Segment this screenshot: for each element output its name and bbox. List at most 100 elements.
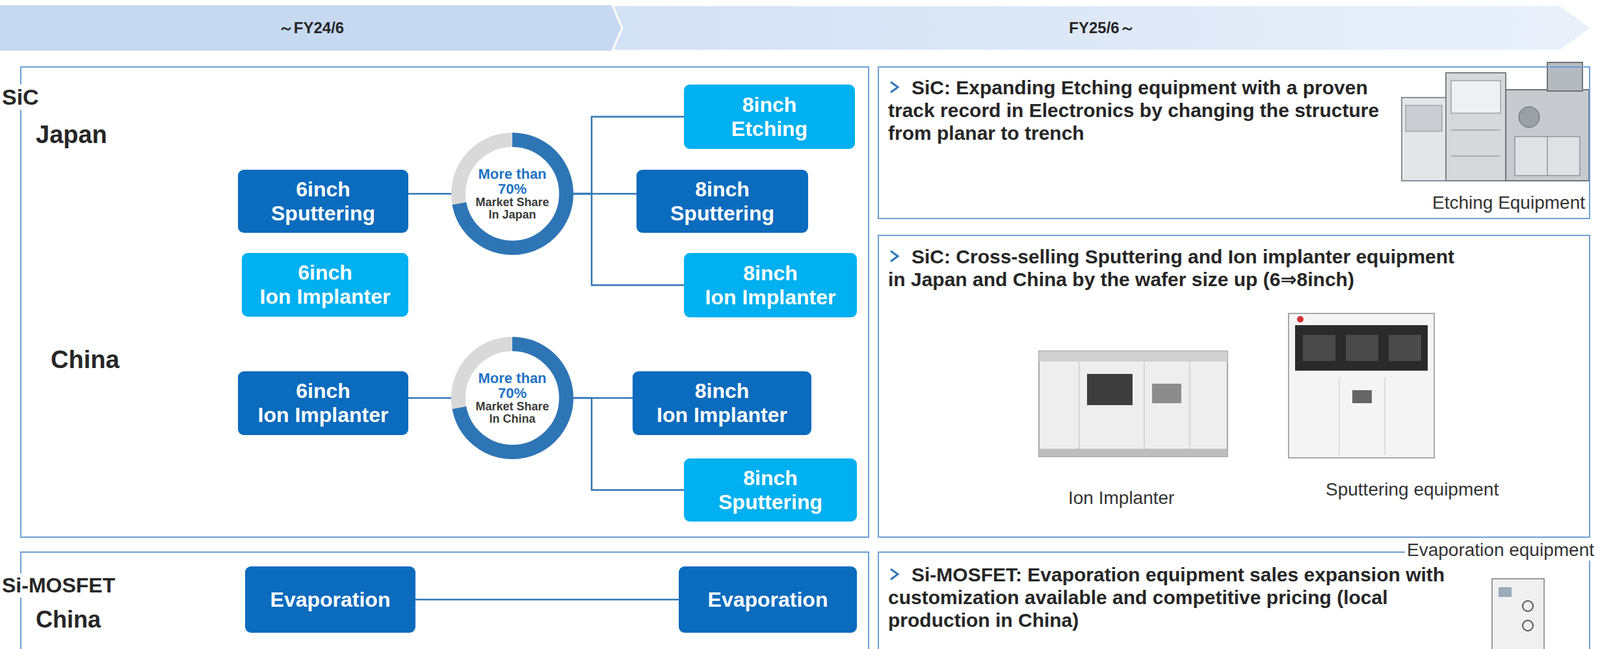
panel	[1514, 136, 1580, 176]
region-name: Japan	[35, 120, 108, 149]
box-label: 8inch Ion Implanter	[705, 261, 837, 310]
panel	[1451, 80, 1501, 114]
box-label: 8inch Sputtering	[718, 466, 823, 515]
equipment-box: 6inch Sputtering	[237, 169, 409, 233]
donut-share	[458, 343, 567, 452]
text-line: 8inch	[718, 466, 823, 491]
seam	[1451, 130, 1501, 131]
etching-equipment-illustration	[1401, 62, 1589, 181]
strategy-text: SiC: Expanding Etching equipment with a …	[888, 76, 1389, 145]
bullet-chevrons	[890, 81, 898, 580]
body	[1288, 313, 1435, 458]
band-shape	[612, 5, 1592, 51]
evaporation-equipment-illustration	[1492, 578, 1545, 649]
box-label: Evaporation	[270, 587, 391, 612]
seam	[1079, 361, 1080, 449]
text-line: 6inch	[258, 379, 389, 404]
sputtering-equipment-illustration	[1288, 313, 1435, 458]
panel	[1352, 390, 1372, 404]
equipment-caption: Etching Equipment	[1430, 192, 1587, 214]
share-caption: Market Share In Japan	[470, 196, 555, 222]
box-label: 6inch Sputtering	[271, 177, 376, 226]
base	[1038, 448, 1228, 457]
bullet-chevron	[890, 568, 898, 580]
box-label: 8inch Sputtering	[670, 177, 775, 226]
equipment-caption: Evaporation equipment	[1404, 539, 1597, 561]
port	[1518, 106, 1540, 128]
bullet-chevron	[890, 250, 898, 262]
equipment-box: 8inch Etching	[683, 84, 855, 149]
connector-line	[408, 397, 452, 400]
text-line: 8inch	[731, 92, 808, 118]
seam	[1384, 377, 1386, 456]
region-panel: Si-MOSFETChinaEvaporationEvaporation	[20, 551, 870, 649]
knob	[1522, 600, 1534, 612]
share-value: More than 70%	[470, 370, 554, 401]
donut-rest	[458, 343, 567, 452]
text-line: 6inch	[271, 177, 376, 202]
screen	[1498, 587, 1512, 597]
donut-rest	[458, 139, 567, 248]
window	[1087, 373, 1133, 406]
seam	[1339, 377, 1340, 456]
black-band	[1295, 325, 1428, 371]
text-line: 6inch	[260, 260, 391, 285]
text-line: 8inch	[656, 379, 788, 404]
share-donut: More than 70%Market Share In China	[451, 336, 574, 460]
share-caption: Market Share In China	[470, 400, 555, 426]
body	[1492, 578, 1545, 649]
equipment-box: 6inch Ion Implanter	[241, 252, 409, 317]
equipment-box: 8inch Sputtering	[636, 169, 809, 233]
seam	[1451, 156, 1501, 157]
region-panel: SiCJapanChina6inch Sputtering6inch Ion I…	[20, 66, 870, 538]
share-donut: More than 70%Market Share In Japan	[451, 132, 574, 255]
box-label: Evaporation	[708, 587, 829, 612]
seam	[1144, 361, 1145, 449]
signal-lamp	[1297, 315, 1304, 323]
region-name: China	[35, 605, 101, 634]
text-line: 8inch	[670, 177, 775, 202]
ion-implanter-illustration	[1038, 351, 1228, 457]
box-label: 6inch Ion Implanter	[260, 260, 391, 309]
connector-line	[408, 193, 452, 196]
strategy-text: Si-MOSFET: Evaporation equipment sales e…	[888, 563, 1474, 632]
period-text: ～FY24/6	[278, 17, 344, 39]
cabinet	[1401, 97, 1446, 181]
equipment-box: 8inch Ion Implanter	[632, 371, 812, 435]
section-heading: SiC	[1, 84, 42, 110]
seam	[1189, 361, 1191, 449]
donut-share	[458, 139, 567, 248]
strategy-text: SiC: Cross-selling Sputtering and Ion im…	[888, 245, 1474, 291]
seam	[1547, 136, 1548, 176]
period-band: FY25/6～	[612, 5, 1592, 51]
panel	[1405, 105, 1443, 132]
band-shape	[0, 5, 623, 51]
period-band: ～FY24/6	[0, 5, 623, 51]
equipment-caption: Ion Implanter	[1066, 487, 1177, 509]
equipment-caption: Sputtering equipment	[1323, 479, 1501, 500]
strategy-panel: Si-MOSFET: Evaporation equipment sales e…	[877, 551, 1591, 649]
equipment-box: 8inch Ion Implanter	[683, 252, 857, 318]
equipment-box: 8inch Sputtering	[683, 458, 857, 522]
window	[1302, 334, 1336, 361]
share-value: More than 70%	[470, 166, 554, 197]
section-heading: Si-MOSFET	[1, 573, 118, 598]
equipment-box: Evaporation	[678, 566, 857, 633]
period-text: FY25/6～	[1068, 17, 1135, 39]
top-band	[1038, 351, 1228, 362]
equipment-box: 6inch Ion Implanter	[237, 371, 409, 435]
panel	[1152, 383, 1182, 404]
region-name: China	[50, 345, 120, 374]
bullet-chevron	[890, 81, 898, 93]
box-label: 8inch Ion Implanter	[656, 379, 788, 428]
body	[1038, 351, 1228, 457]
knob	[1522, 620, 1534, 631]
box-label: 6inch Ion Implanter	[258, 379, 389, 428]
chamber	[1505, 89, 1589, 181]
box-label: 8inch Etching	[731, 92, 808, 142]
window	[1388, 334, 1422, 361]
cabinet	[1445, 72, 1506, 181]
text-line: 8inch	[705, 261, 837, 286]
window	[1345, 334, 1379, 361]
equipment-box: Evaporation	[245, 566, 416, 633]
